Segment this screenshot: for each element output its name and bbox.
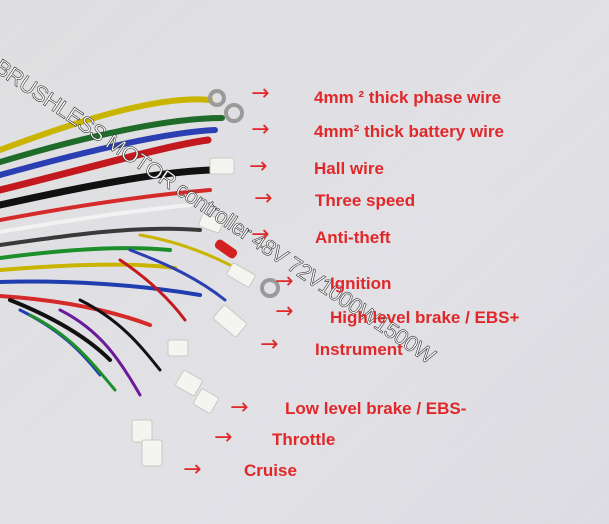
arrow-cruise: →	[183, 457, 202, 482]
label-ignition: Ignition	[330, 274, 392, 293]
arrow-low-brake: →	[230, 395, 249, 420]
arrow-phase-wire: →	[251, 81, 270, 106]
label-hall-wire: Hall wire	[314, 159, 384, 178]
arrow-battery-wire: →	[251, 117, 270, 142]
label-throttle: Throttle	[272, 430, 336, 449]
label-cruise: Cruise	[244, 461, 297, 480]
label-phase-wire: 4mm ² thick phase wire	[314, 88, 502, 107]
arrow-throttle: →	[214, 425, 233, 450]
label-anti-theft: Anti-theft	[315, 228, 391, 247]
arrow-anti-theft: →	[251, 222, 270, 247]
label-high-brake: High level brake / EBS+	[330, 308, 520, 327]
arrow-hall-wire: →	[249, 154, 268, 179]
arrow-high-brake: →	[275, 299, 294, 324]
arrow-ignition: →	[275, 269, 294, 294]
label-three-speed: Three speed	[315, 191, 416, 210]
label-instrument: Instrument	[315, 340, 403, 359]
label-battery-wire: 4mm² thick battery wire	[314, 122, 504, 141]
label-low-brake: Low level brake / EBS-	[285, 399, 467, 418]
arrow-instrument: →	[260, 332, 279, 357]
arrow-three-speed: →	[254, 186, 273, 211]
